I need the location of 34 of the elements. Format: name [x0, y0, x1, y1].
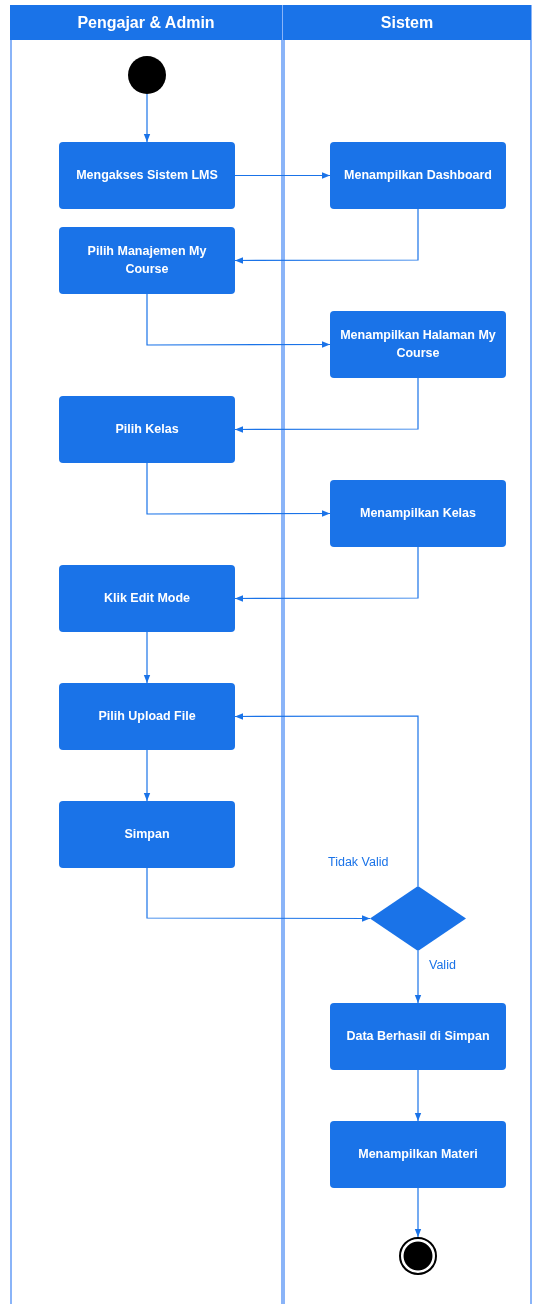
arrow — [414, 1187, 422, 1238]
arrow — [143, 631, 151, 684]
action-box: Pilih Manajemen My Course — [59, 227, 235, 294]
action-box: Klik Edit Mode — [59, 565, 235, 632]
arrow — [234, 377, 419, 433]
arrow — [146, 462, 331, 517]
action-box: Menampilkan Dashboard — [330, 142, 506, 209]
edge-label: Valid — [428, 958, 457, 972]
action-box: Menampilkan Materi — [330, 1121, 506, 1188]
lane-header: Sistem — [283, 5, 532, 40]
action-box: Simpan — [59, 801, 235, 868]
arrow — [143, 93, 151, 143]
action-box: Mengakses Sistem LMS — [59, 142, 235, 209]
swimlane — [10, 5, 283, 1304]
action-box: Menampilkan Kelas — [330, 480, 506, 547]
arrow — [414, 950, 422, 1004]
action-box: Menampilkan Halaman My Course — [330, 311, 506, 378]
edge-label: Tidak Valid — [327, 855, 390, 869]
end-node — [399, 1237, 437, 1275]
arrow — [143, 749, 151, 802]
start-node — [128, 56, 166, 94]
action-box: Pilih Upload File — [59, 683, 235, 750]
arrow — [146, 867, 371, 922]
action-box: Pilih Kelas — [59, 396, 235, 463]
swimlane — [283, 5, 532, 1304]
arrow — [234, 208, 419, 264]
arrow — [234, 172, 331, 179]
arrow — [414, 1069, 422, 1122]
decision-diamond — [370, 886, 466, 951]
arrow — [146, 293, 331, 348]
action-box: Data Berhasil di Simpan — [330, 1003, 506, 1070]
lane-header: Pengajar & Admin — [10, 5, 283, 40]
arrow — [234, 546, 419, 602]
arrow — [234, 713, 419, 887]
